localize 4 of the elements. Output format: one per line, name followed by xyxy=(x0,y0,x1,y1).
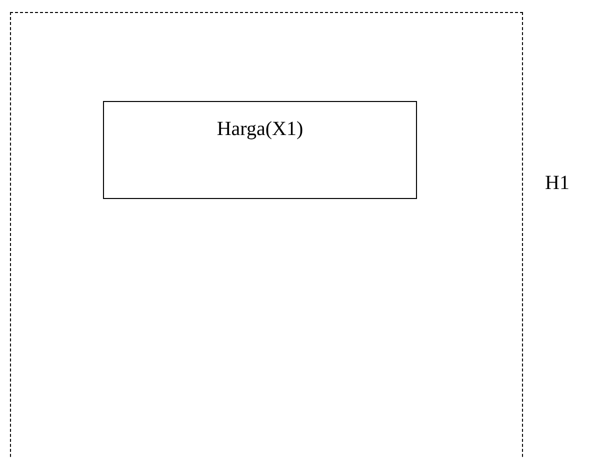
variable-label: Harga(X1) xyxy=(216,118,304,141)
variable-box xyxy=(103,101,417,199)
dashed-frame xyxy=(10,12,523,459)
hypothesis-label: H1 xyxy=(545,172,570,195)
